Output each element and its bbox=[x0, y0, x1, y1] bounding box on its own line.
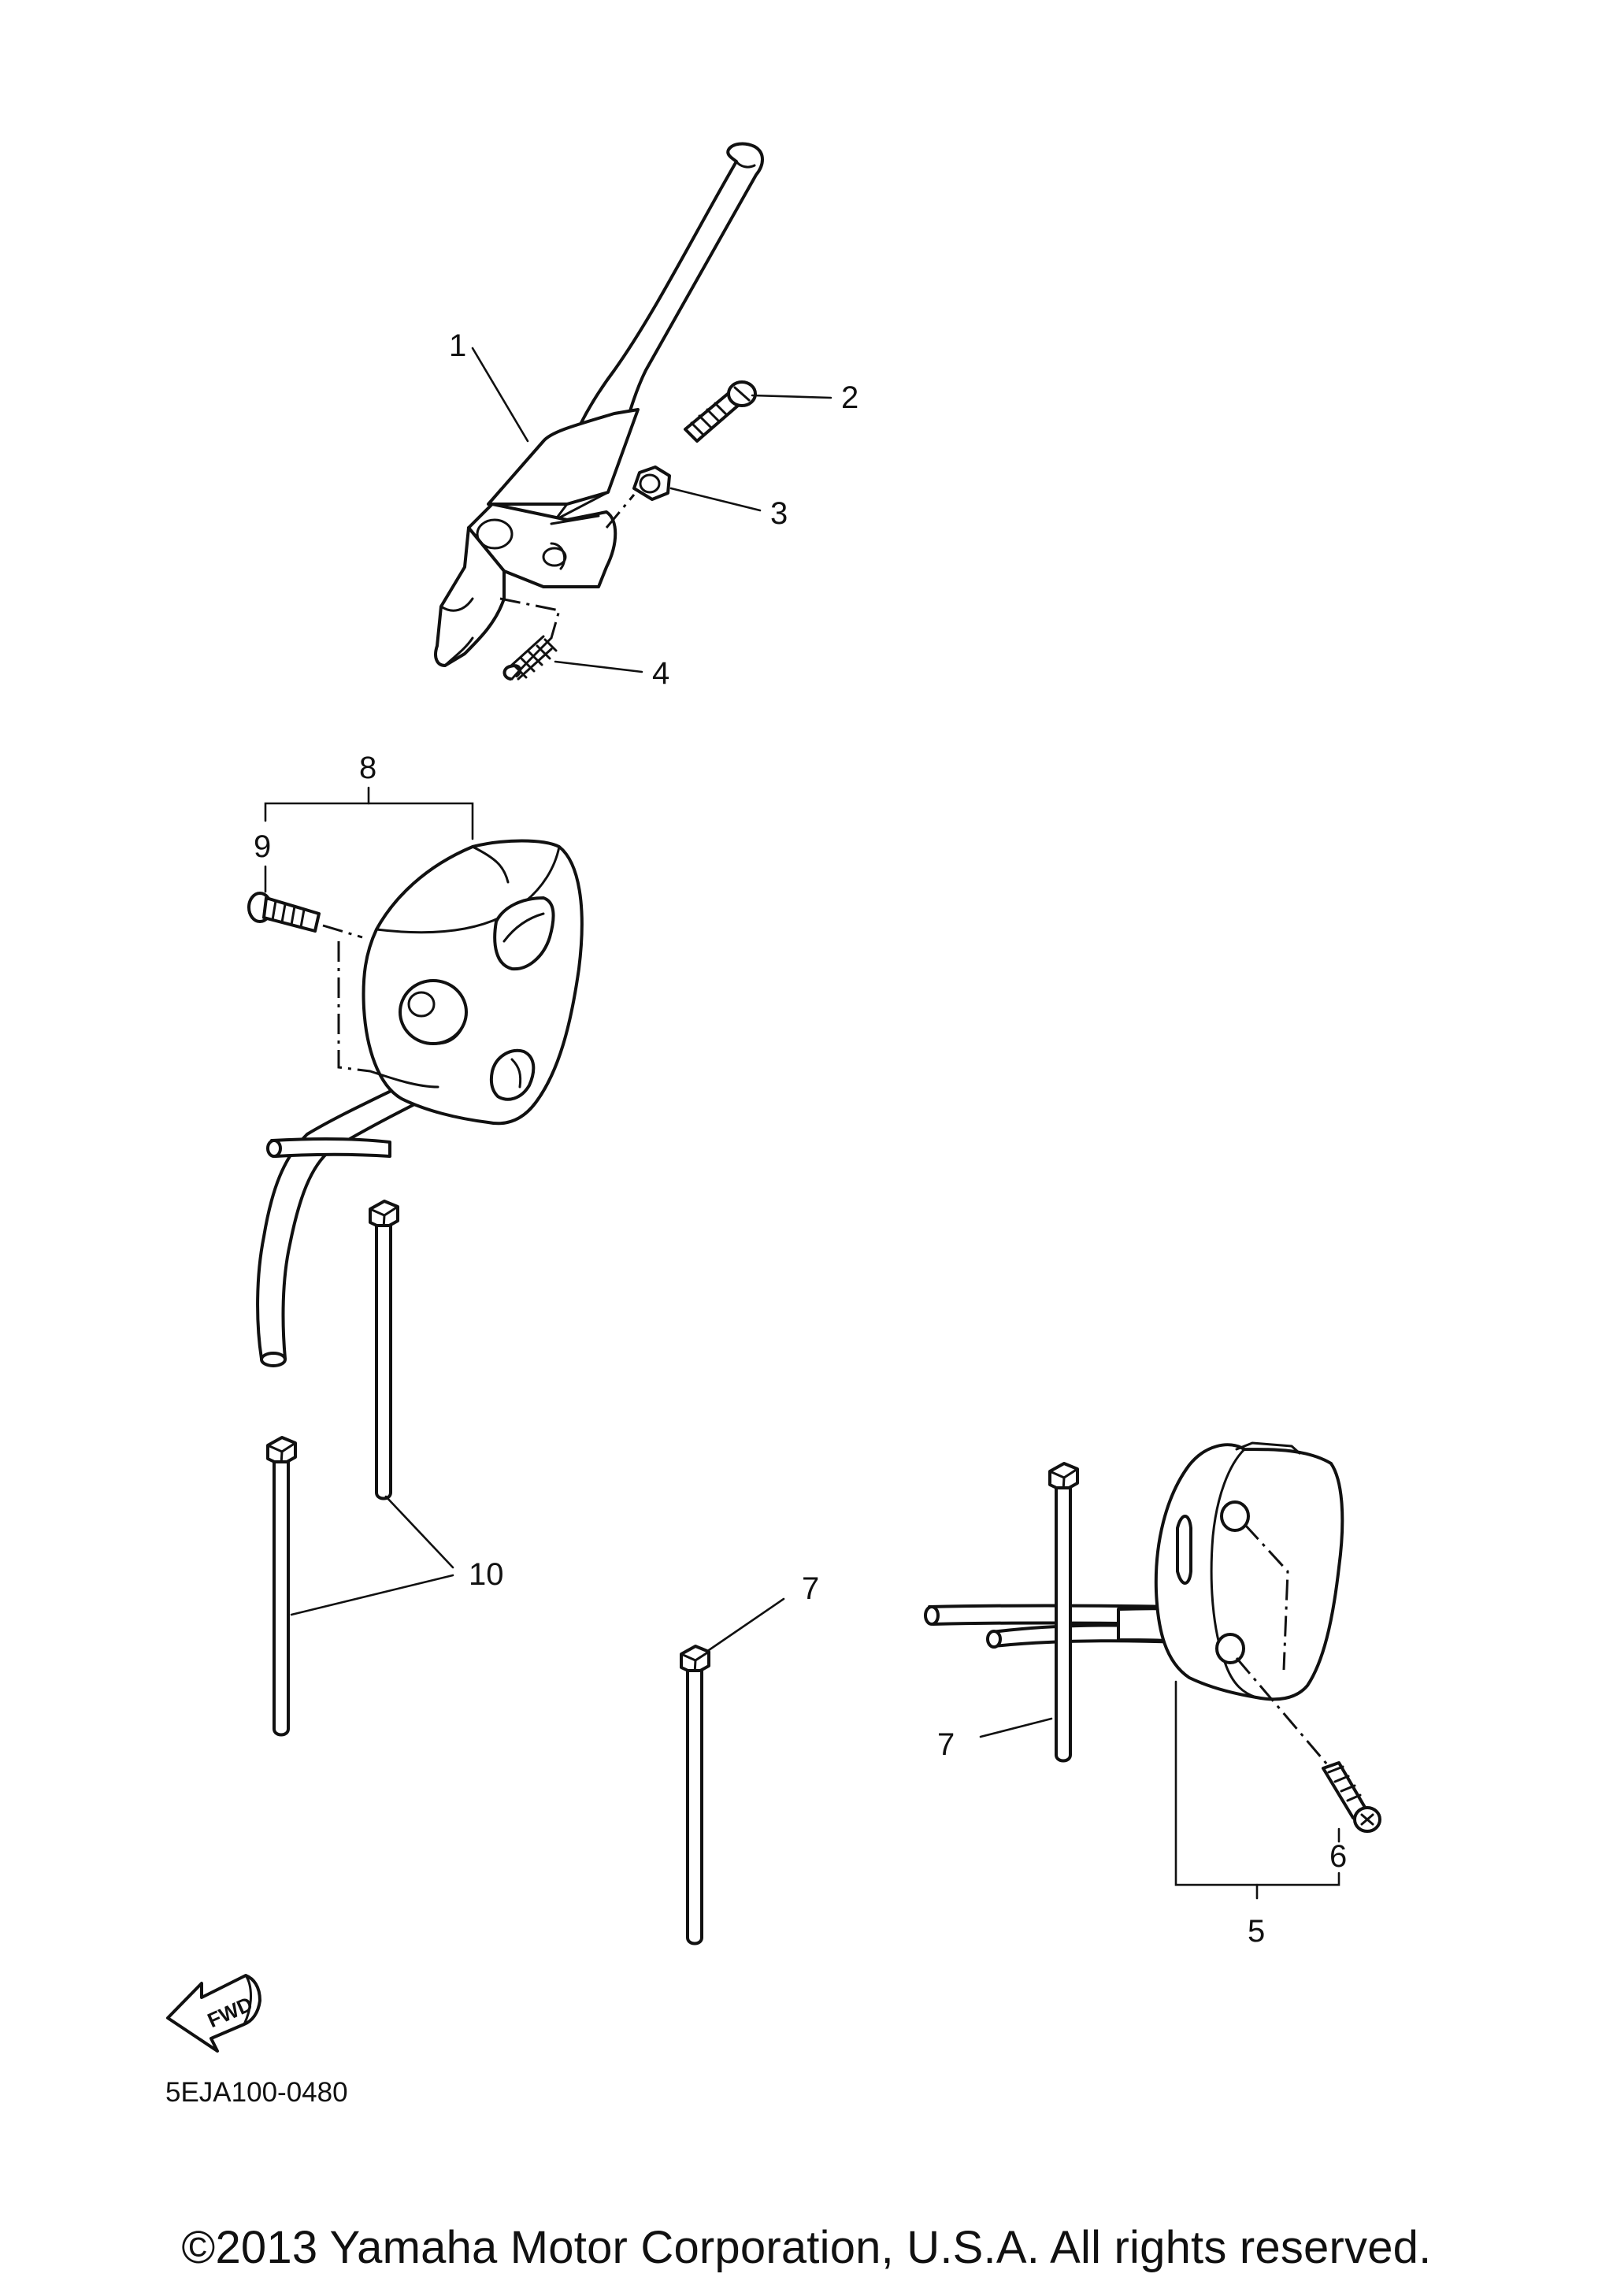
callout-5: 5 bbox=[1248, 1914, 1265, 1949]
screw-part-9 bbox=[247, 892, 321, 933]
callout-7a: 7 bbox=[802, 1571, 819, 1606]
copyright-notice: ©2013 Yamaha Motor Corporation, U.S.A. A… bbox=[181, 2222, 1432, 2273]
callout-7b: 7 bbox=[937, 1727, 955, 1762]
cable-tie-part-10a bbox=[369, 1200, 399, 1500]
right-handlebar-switch-part bbox=[924, 1441, 1344, 1701]
callout-2: 2 bbox=[841, 380, 858, 415]
left-handlebar-switch-part bbox=[256, 839, 584, 1367]
callout-4: 4 bbox=[652, 656, 669, 691]
callout-8: 8 bbox=[359, 751, 376, 785]
callout-10: 10 bbox=[469, 1557, 504, 1592]
lever-part bbox=[434, 142, 764, 667]
pivot-bolt-part bbox=[684, 380, 757, 443]
nut-part bbox=[632, 466, 671, 501]
screw-part-6 bbox=[1322, 1761, 1381, 1833]
diagram-code: 5EJA100-0480 bbox=[165, 2077, 348, 2108]
callout-3: 3 bbox=[770, 496, 788, 531]
callout-1: 1 bbox=[449, 328, 466, 363]
cable-tie-part-7a bbox=[680, 1645, 710, 1945]
spring-part bbox=[502, 635, 558, 681]
callout-6: 6 bbox=[1329, 1839, 1347, 1874]
cable-tie-part-10b bbox=[266, 1436, 297, 1737]
callout-9: 9 bbox=[254, 829, 271, 864]
cable-tie-part-7b bbox=[1048, 1462, 1079, 1763]
forward-direction-arrow: FWD bbox=[166, 1974, 261, 2053]
